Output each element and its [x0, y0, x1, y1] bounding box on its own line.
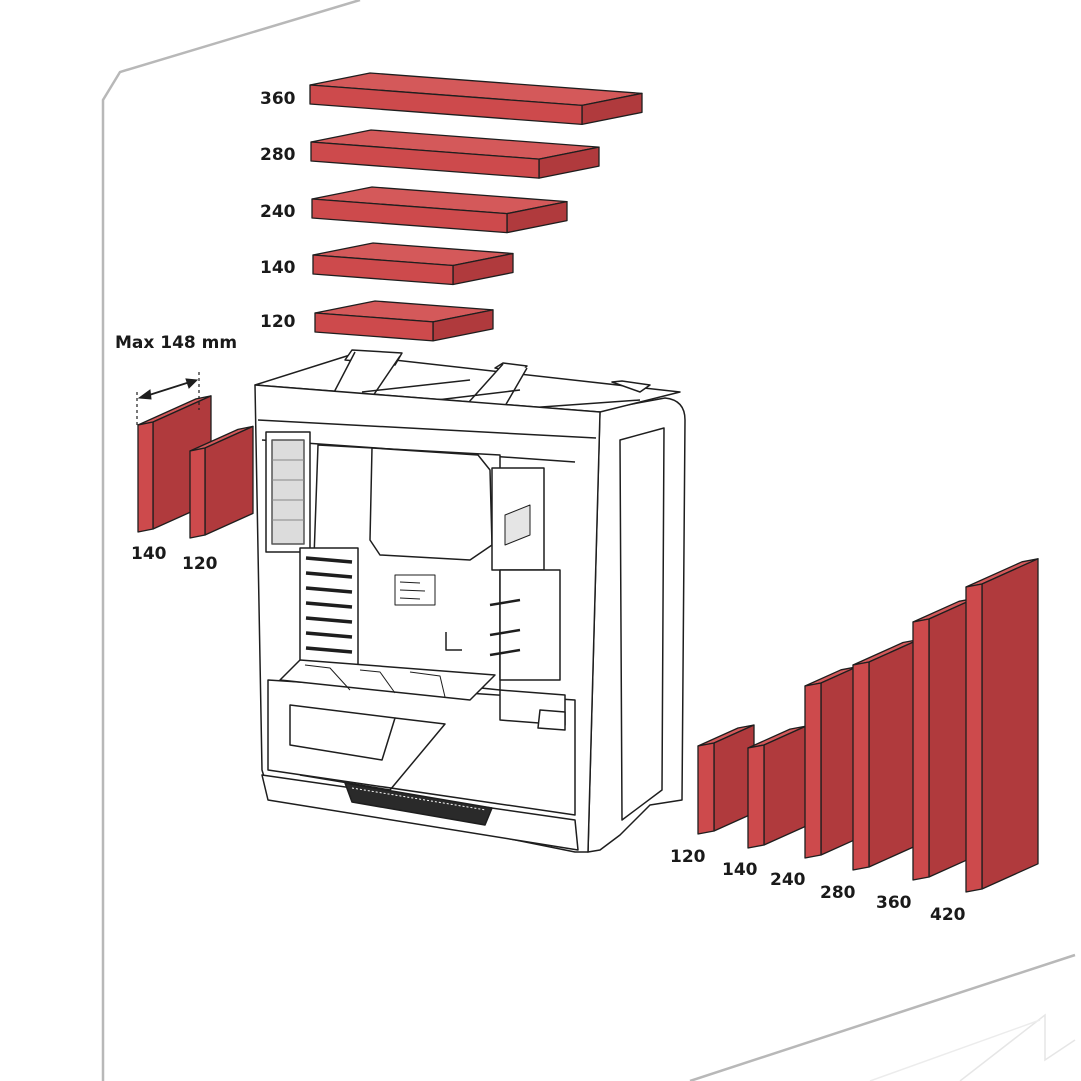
top-radiator-140-front-face [312, 254, 454, 286]
rear-radiator-120-front-face [189, 447, 206, 539]
top-radiator-240-front-face [311, 198, 508, 234]
front-radiator-240-front-face [804, 682, 822, 859]
front-radiator-label-360: 360 [876, 893, 912, 913]
top-radiator-label-280: 280 [260, 145, 296, 165]
front-radiator-280 [852, 638, 920, 871]
top-radiator-label-140: 140 [260, 258, 296, 278]
pci-slots [299, 547, 359, 674]
front-radiator-240 [804, 666, 858, 859]
front-radiator-label-120: 120 [670, 847, 706, 867]
top-radiator-group [309, 72, 643, 342]
top-radiator-140 [312, 242, 514, 286]
front-radiator-280-front-face [852, 661, 870, 871]
front-radiator-label-420: 420 [930, 905, 966, 925]
rear-radiator-140-front-face [137, 421, 154, 533]
front-radiator-label-140: 140 [722, 860, 758, 880]
front-radiator-360-front-face [912, 618, 930, 881]
top-radiator-360 [309, 72, 643, 126]
top-radiator-280 [310, 129, 600, 179]
clearance-label: Max 148 mm [115, 333, 238, 353]
front-radiator-420 [965, 558, 1039, 893]
front-radiator-240-side-face [820, 666, 858, 856]
bottom-vent [344, 782, 493, 826]
top-radiator-240 [311, 186, 568, 234]
front-radiator-360 [912, 597, 976, 881]
front-radiator-420-side-face [981, 558, 1039, 890]
front-radiator-420-front-face [965, 583, 983, 893]
rear-radiator-label-120: 120 [182, 554, 218, 574]
front-radiator-140 [747, 725, 807, 849]
cpu-cutout [369, 447, 493, 561]
top-radiator-280-front-face [310, 141, 540, 179]
front-radiator-140-front-face [747, 744, 765, 849]
front-radiator-label-280: 280 [820, 883, 856, 903]
top-radiator-label-360: 360 [260, 89, 296, 109]
front-radiator-label-240: 240 [770, 870, 806, 890]
top-radiator-label-240: 240 [260, 202, 296, 222]
top-radiator-label-120: 120 [260, 312, 296, 332]
top-radiator-120 [314, 300, 494, 342]
front-radiator-280-side-face [868, 638, 920, 868]
clearance-arrow [145, 381, 191, 397]
top-radiator-360-front-face [309, 84, 583, 126]
front-radiator-140-side-face [763, 725, 807, 846]
background-panel [101, 0, 1076, 1081]
front-radiator-group [697, 558, 1039, 893]
rear-radiator-label-140: 140 [131, 544, 167, 564]
clearance-dimension [136, 372, 200, 425]
pc-case-illustration [254, 349, 686, 853]
top-radiator-120-front-face [314, 312, 434, 342]
front-radiator-120-front-face [697, 742, 715, 835]
front-radiator-120 [697, 724, 755, 835]
rear-radiator-group [137, 395, 254, 539]
rear-radiator-120 [189, 425, 254, 539]
